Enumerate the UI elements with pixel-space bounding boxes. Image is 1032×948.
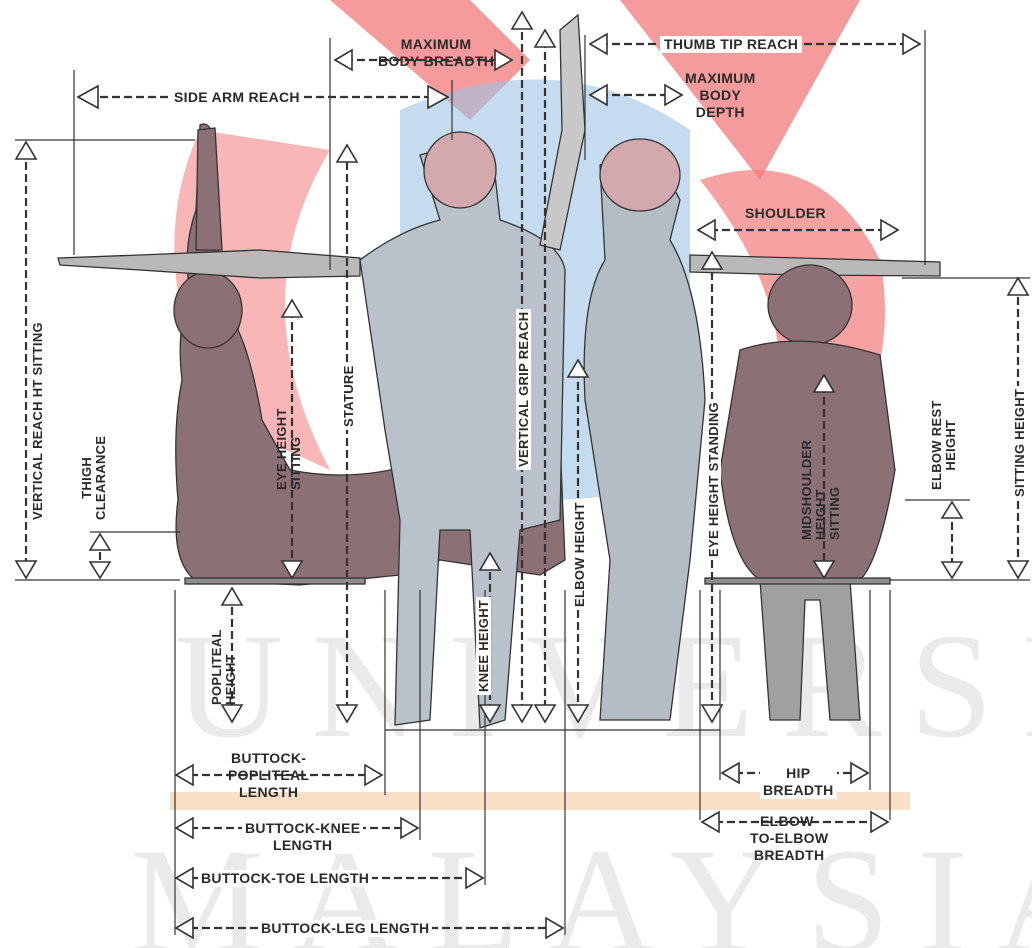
label-buttock-popliteal-length: BUTTOCK- POPLITEAL LENGTH — [228, 750, 309, 801]
label-elbow-rest-height: ELBOW REST HEIGHT — [930, 400, 958, 490]
label-midshoulder-height-sitting: MIDSHOULDER HEIGHT SITTING — [800, 440, 842, 540]
label-elbow-to-elbow-breadth: ELBOW- TO-ELBOW BREADTH — [750, 813, 828, 864]
label-buttock-knee-length: BUTTOCK-KNEE LENGTH — [242, 820, 363, 854]
label-maximum-body-depth: MAXIMUM BODY DEPTH — [685, 70, 756, 121]
label-eye-height-standing: EYE HEIGHT STANDING — [706, 399, 721, 560]
label-buttock-leg-length: BUTTOCK-LEG LENGTH — [258, 920, 432, 937]
label-shoulder: SHOULDER — [745, 205, 826, 222]
text: BUTTOCK-KNEE LENGTH — [245, 820, 360, 853]
label-eye-height-sitting: EYE HEIGHT SITTING — [275, 408, 303, 490]
text: MAXIMUM BODY BREADTH — [378, 36, 494, 69]
label-stature: STATURE — [341, 362, 356, 430]
label-buttock-toe-length: BUTTOCK-TOE LENGTH — [198, 870, 372, 887]
label-vertical-reach-height-sitting: VERTICAL REACH HT SITTING — [30, 322, 45, 520]
label-popliteal-height: POPLITEAL HEIGHT — [210, 629, 238, 705]
label-sitting-height: SITTING HEIGHT — [1012, 386, 1027, 500]
text: BUTTOCK- POPLITEAL LENGTH — [228, 750, 309, 800]
label-thumb-tip-reach: THUMB TIP REACH — [660, 36, 802, 53]
label-thigh-clearance: THIGH CLEARANCE — [80, 436, 108, 520]
label-hip-breadth: HIP BREADTH — [760, 765, 837, 799]
text: MAXIMUM BODY DEPTH — [685, 70, 756, 120]
label-maximum-body-breadth: MAXIMUM BODY BREADTH — [378, 36, 494, 70]
label-elbow-height: ELBOW HEIGHT — [572, 499, 587, 610]
label-knee-height: KNEE HEIGHT — [476, 597, 491, 695]
text: ELBOW- TO-ELBOW BREADTH — [750, 813, 828, 863]
text: HIP BREADTH — [763, 765, 834, 798]
label-side-arm-reach: SIDE ARM REACH — [170, 89, 304, 106]
label-vertical-grip-reach: VERTICAL GRIP REACH — [516, 309, 531, 470]
